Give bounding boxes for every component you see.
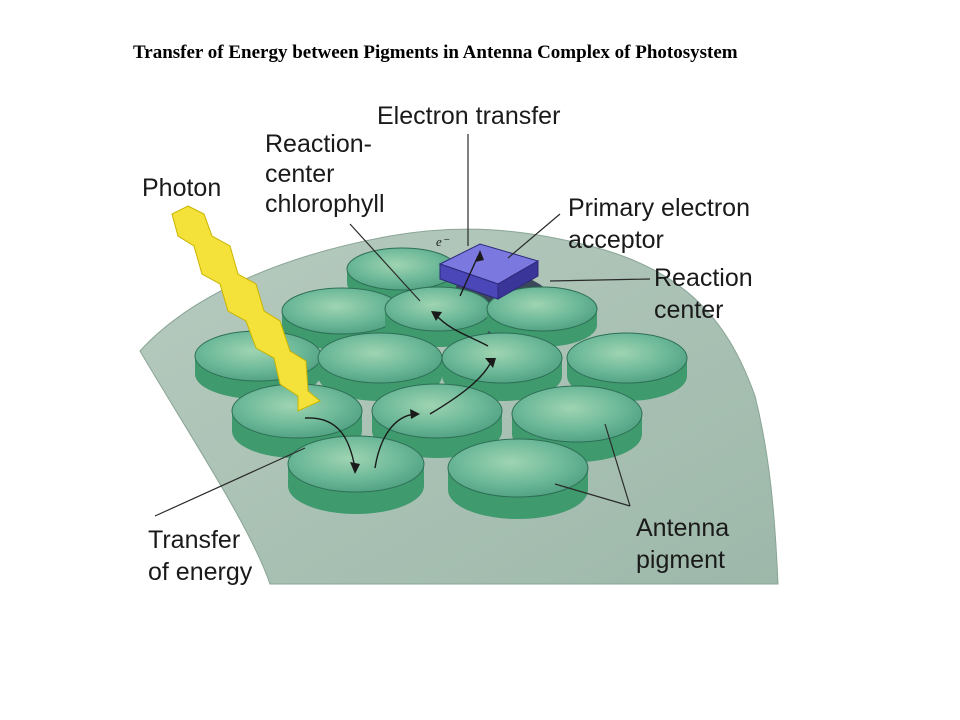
antenna-pigment-disc [281,287,403,350]
primary-electron-acceptor-label-line2: acceptor [568,226,664,254]
electron-transfer-label: Electron transfer [377,102,560,130]
reaction-center-chlorophyll-label-line3: chlorophyll [265,190,385,218]
antenna-complex-diagram: Electron transfer Reaction- center chlor… [130,96,795,586]
page-title: Transfer of Energy between Pigments in A… [133,42,738,63]
transfer-of-energy-label-line1: Transfer [148,526,240,554]
reaction-center-label-line1: Reaction [654,264,753,292]
photon-bolt [171,205,321,412]
electron-symbol: e⁻ [436,234,450,249]
arrowheads [350,250,496,474]
photon-label: Photon [142,174,221,202]
transfer-of-energy-label-line2: of energy [148,558,253,586]
antenna-pigment-label-line2: pigment [636,546,725,574]
primary-electron-acceptor-label-line1: Primary electron [568,194,750,222]
reaction-center-chlorophyll-label-line2: center [265,160,334,188]
antenna-pigment-disc [287,435,425,514]
energy-transfer-arrows [304,255,491,469]
diagram-svg: Electron transfer Reaction- center chlor… [139,102,779,586]
antenna-pigment-disc [447,438,589,519]
antenna-pigment-label-line1: Antenna [636,514,729,542]
reaction-center-chlorophyll-label-line1: Reaction- [265,130,372,158]
leader-lines [154,134,651,517]
reaction-center-label-line2: center [654,296,723,324]
